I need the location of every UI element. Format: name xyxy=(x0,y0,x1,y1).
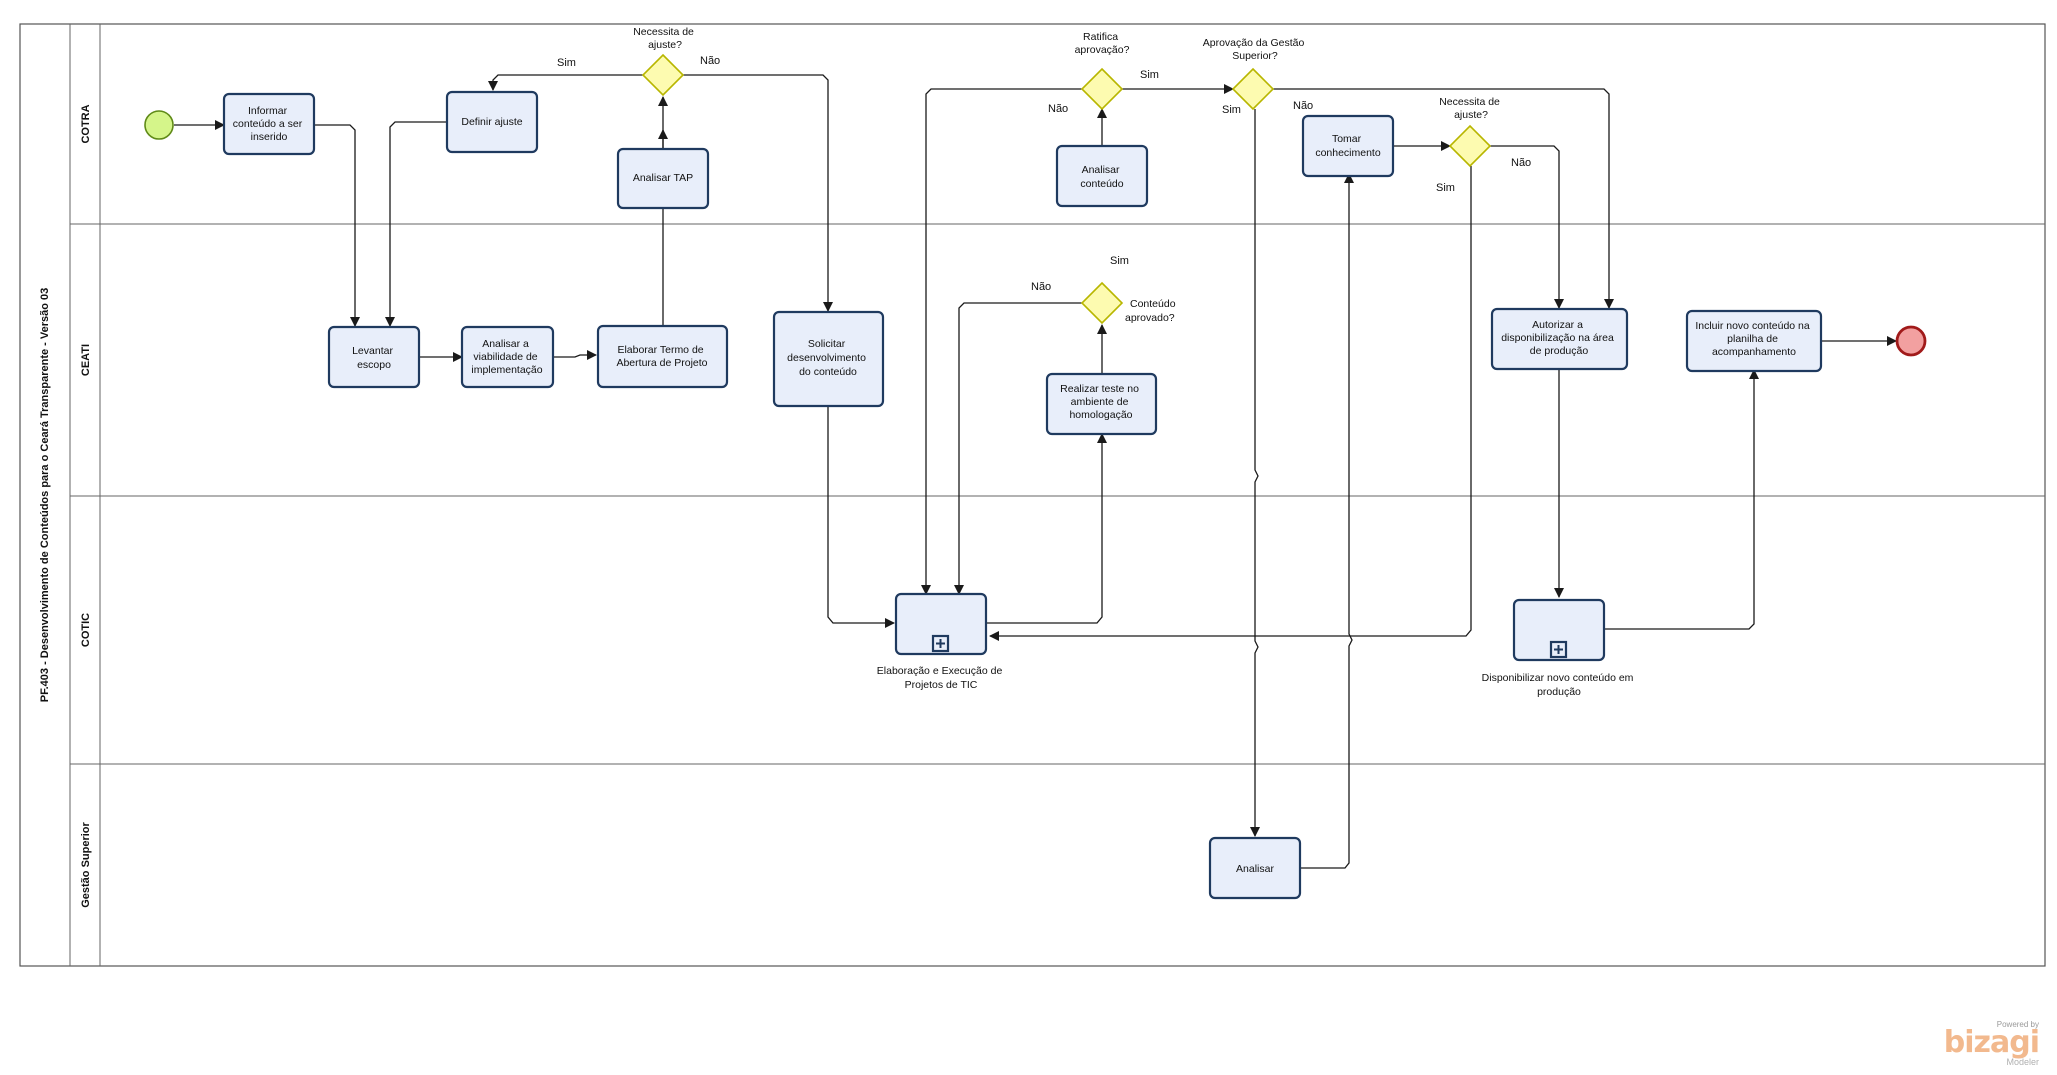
task-teste-line2: ambiente de xyxy=(1071,396,1129,408)
label-nao-aprovacao: Não xyxy=(1293,100,1313,112)
task-analisar-conteudo-line2: conteúdo xyxy=(1080,178,1123,190)
watermark-product: Modeler xyxy=(2006,1057,2039,1067)
svg-text:Analisar a viabilidade d: Analisar a viabilidade de implementação xyxy=(471,338,542,376)
task-analisar-viabilidade[interactable]: Analisar a viabilidade de implementação xyxy=(460,325,555,389)
task-autorizar-line1: Autorizar a xyxy=(1532,319,1583,331)
task-informar-line1: Informar xyxy=(248,105,288,117)
task-viab-line2: viabilidade de xyxy=(473,351,537,363)
task-informar-line2: conteúdo a ser xyxy=(233,118,303,130)
task-elaborar-line1: Elaborar Termo de xyxy=(617,344,703,356)
task-levantar-escopo[interactable]: Levantar escopo xyxy=(327,325,421,389)
label-sim-conteudo: Sim xyxy=(1110,255,1129,267)
svg-text:Analisar TAP: Analisar TAP xyxy=(633,172,693,184)
task-elaborar-tap[interactable]: Elaborar Termo de Abertura de Projeto xyxy=(596,324,729,389)
label-nao-conteudo: Não xyxy=(1031,281,1051,293)
task-incluir-line2: planilha de xyxy=(1727,333,1778,345)
task-teste-line3: homologação xyxy=(1069,409,1132,421)
label-nao-ajuste1: Não xyxy=(700,55,720,67)
task-viab-line1: Analisar a xyxy=(482,338,529,350)
task-autorizar-line2: disponibilização na área xyxy=(1501,332,1614,344)
task-tomar-line2: conhecimento xyxy=(1315,147,1381,159)
pool: PF.403 - Desenvolvimento de Conteúdos pa… xyxy=(19,23,2046,967)
task-analisar-conteudo-line1: Analisar xyxy=(1082,164,1120,176)
svg-text:Levantar escopo: Levantar escopo xyxy=(352,345,396,371)
task-solicitar-line1: Solicitar xyxy=(808,338,846,350)
expand-plus-icon xyxy=(931,634,950,653)
subprocess-disponibilizar[interactable] xyxy=(1512,598,1606,662)
subprocess-disponibilizar-label: Disponibilizar novo conteúdo em produção xyxy=(1482,672,1637,698)
subprocess-elaboracao[interactable] xyxy=(894,592,988,656)
lane-labels: COTRA CEATI COTIC Gestão Superior xyxy=(80,104,92,907)
gateway-conteudo-aprovado[interactable] xyxy=(1080,281,1124,325)
task-elaborar-line2: Abertura de Projeto xyxy=(616,357,707,369)
task-teste-line1: Realizar teste no xyxy=(1060,383,1139,395)
expand-plus-icon xyxy=(1549,640,1568,659)
task-definir-ajuste[interactable]: Definir ajuste xyxy=(445,90,539,154)
label-sim-aprovacao: Sim xyxy=(1222,104,1241,116)
bizagi-watermark: Powered by bizagi Modeler xyxy=(1943,1020,2040,1067)
gateway-conteudo-label: Conteúdo aprovado? xyxy=(1125,298,1178,324)
task-levantar-line1: Levantar xyxy=(352,345,393,357)
gateway-necessita-ajuste-2[interactable] xyxy=(1448,124,1492,168)
label-nao-ajuste2: Não xyxy=(1511,157,1531,169)
label-sim-ajuste2: Sim xyxy=(1436,182,1455,194)
task-informar-line3: inserido xyxy=(251,131,288,143)
svg-text:Autorizar a disponibiliz: Autorizar a disponibilização na área de … xyxy=(1501,319,1617,357)
task-incluir-line1: Incluir novo conteúdo na xyxy=(1695,320,1810,332)
watermark-powered: Powered by xyxy=(1996,1020,2039,1029)
lane-label-gestao: Gestão Superior xyxy=(80,821,92,907)
svg-text:Solicitar desenvolviment: Solicitar desenvolvimento do conteúdo xyxy=(787,338,869,378)
task-analisar-tap-line1: Analisar TAP xyxy=(633,172,693,184)
lane-dividers xyxy=(70,223,2045,765)
task-realizar-teste[interactable]: Realizar teste no ambiente de homologaçã… xyxy=(1045,372,1158,436)
task-incluir-line3: acompanhamento xyxy=(1712,346,1796,358)
task-incluir[interactable]: Incluir novo conteúdo na planilha de aco… xyxy=(1685,309,1823,373)
task-definir-line1: Definir ajuste xyxy=(461,116,522,128)
task-solicitar[interactable]: Solicitar desenvolvimento do conteúdo xyxy=(772,310,885,408)
task-tomar-line1: Tomar xyxy=(1332,133,1362,145)
flow-labels: Sim Não Sim Não Não Sim Sim Não Não Sim xyxy=(557,55,1531,293)
task-autorizar[interactable]: Autorizar a disponibilização na área de … xyxy=(1490,307,1629,371)
task-levantar-line2: escopo xyxy=(357,359,391,371)
gateway-aprovacao-gestao[interactable] xyxy=(1231,67,1275,111)
svg-text:Realizar teste no ambien: Realizar teste no ambiente de homologaçã… xyxy=(1060,383,1142,421)
svg-text:Definir ajuste: Definir ajuste xyxy=(461,116,522,128)
svg-text:Elaborar Termo de Abertu: Elaborar Termo de Abertura de Projeto xyxy=(616,344,707,369)
start-event[interactable] xyxy=(144,110,174,140)
end-event[interactable] xyxy=(1895,325,1927,357)
lane-label-cotic: COTIC xyxy=(80,613,92,647)
task-tomar-conhecimento[interactable]: Tomar conhecimento xyxy=(1301,114,1395,178)
task-analisar-tap[interactable]: Analisar TAP xyxy=(616,147,710,210)
gateway-aprovacao-label: Aprovação da Gestão Superior? xyxy=(1203,37,1308,62)
svg-text:Analisar conteúdo: Analisar conteúdo xyxy=(1080,164,1123,190)
task-solicitar-line3: do conteúdo xyxy=(799,366,857,378)
pool-title: PF.403 - Desenvolvimento de Conteúdos pa… xyxy=(39,288,51,702)
task-informar[interactable]: Informar conteúdo a ser inserido xyxy=(222,92,316,156)
gateway-ratifica-aprovacao[interactable] xyxy=(1080,67,1124,111)
label-sim-ratifica: Sim xyxy=(1140,69,1159,81)
svg-text:Tomar conhecimento: Tomar conhecimento xyxy=(1315,133,1381,159)
svg-text:Incluir novo conteúdo na: Incluir novo conteúdo na planilha de aco… xyxy=(1695,320,1812,358)
subprocess-elaboracao-label: Elaboração e Execução de Projetos de TIC xyxy=(877,665,1005,691)
task-analisar-conteudo[interactable]: Analisar conteúdo xyxy=(1055,144,1149,208)
gateway-ajuste2-label: Necessita de ajuste? xyxy=(1439,96,1503,121)
gateway-necessita-ajuste-1[interactable] xyxy=(641,53,685,97)
task-analisar-gestao[interactable]: Analisar xyxy=(1208,836,1302,900)
label-sim-ajuste1: Sim xyxy=(557,57,576,69)
task-solicitar-line2: desenvolvimento xyxy=(787,352,866,364)
svg-text:Informar conteúdo a ser: Informar conteúdo a ser inserido xyxy=(233,105,305,143)
bizagi-logo: bizagi xyxy=(1943,1025,2040,1060)
label-nao-ratifica: Não xyxy=(1048,103,1068,115)
gateway-ajuste1-label: Necessita de ajuste? xyxy=(633,26,697,51)
svg-text:Analisar: Analisar xyxy=(1236,863,1274,875)
lane-label-cotra: COTRA xyxy=(80,104,92,143)
task-viab-line3: implementação xyxy=(471,364,542,376)
task-analisar-gestao-line1: Analisar xyxy=(1236,863,1274,875)
gateway-ratifica-label: Ratifica aprovação? xyxy=(1075,31,1130,56)
task-autorizar-line3: de produção xyxy=(1530,345,1589,357)
lane-label-ceati: CEATI xyxy=(80,344,92,376)
